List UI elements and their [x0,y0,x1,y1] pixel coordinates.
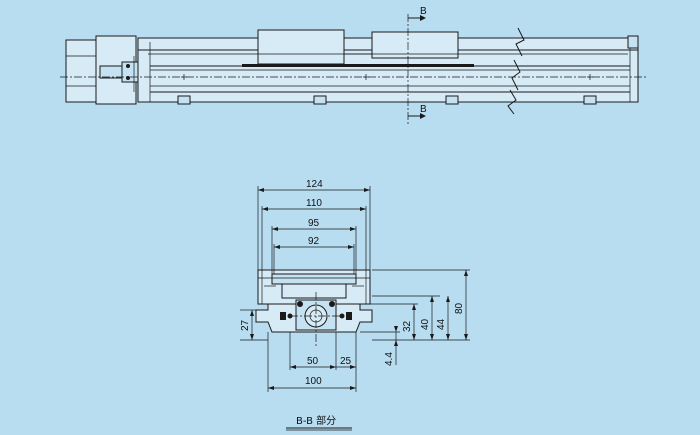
dim-100: 100 [305,376,322,387]
break-lines [507,27,525,115]
section-view: 124 110 95 92 27 50 [240,179,470,431]
dim-50: 50 [307,356,319,367]
motor-block [65,39,97,103]
dim-44: 44 [436,318,447,330]
dim-92: 92 [308,236,320,247]
mounting-feet [177,95,597,105]
end-plate [627,35,639,49]
extension-lines [240,269,470,341]
section-label-bottom: B [420,104,427,115]
top-dimensions: 124 110 95 92 [258,179,370,249]
right-dimensions: 4.4 32 40 44 80 [384,270,468,366]
dim-4-4: 4.4 [384,352,395,366]
dim-110: 110 [306,198,322,209]
dim-27: 27 [240,319,251,331]
dim-32: 32 [402,320,413,332]
dim-80: 80 [454,302,465,314]
left-dimension: 27 [240,310,254,340]
motor-shaft [99,65,123,79]
vertical-extension-lines [257,186,371,392]
dim-40: 40 [420,318,431,330]
actuator-side-view: B B [60,6,648,126]
slider-table [257,29,345,65]
bottom-dimensions: 50 25 100 [268,356,356,390]
dim-25: 25 [340,356,352,367]
slider-rail [242,64,474,67]
mounting-holes [181,74,593,80]
dim-95: 95 [308,218,320,229]
section-label-top: B [420,6,427,17]
dim-124: 124 [306,179,323,190]
section-caption: B-B 部分 [296,414,336,427]
coupling [121,61,139,83]
